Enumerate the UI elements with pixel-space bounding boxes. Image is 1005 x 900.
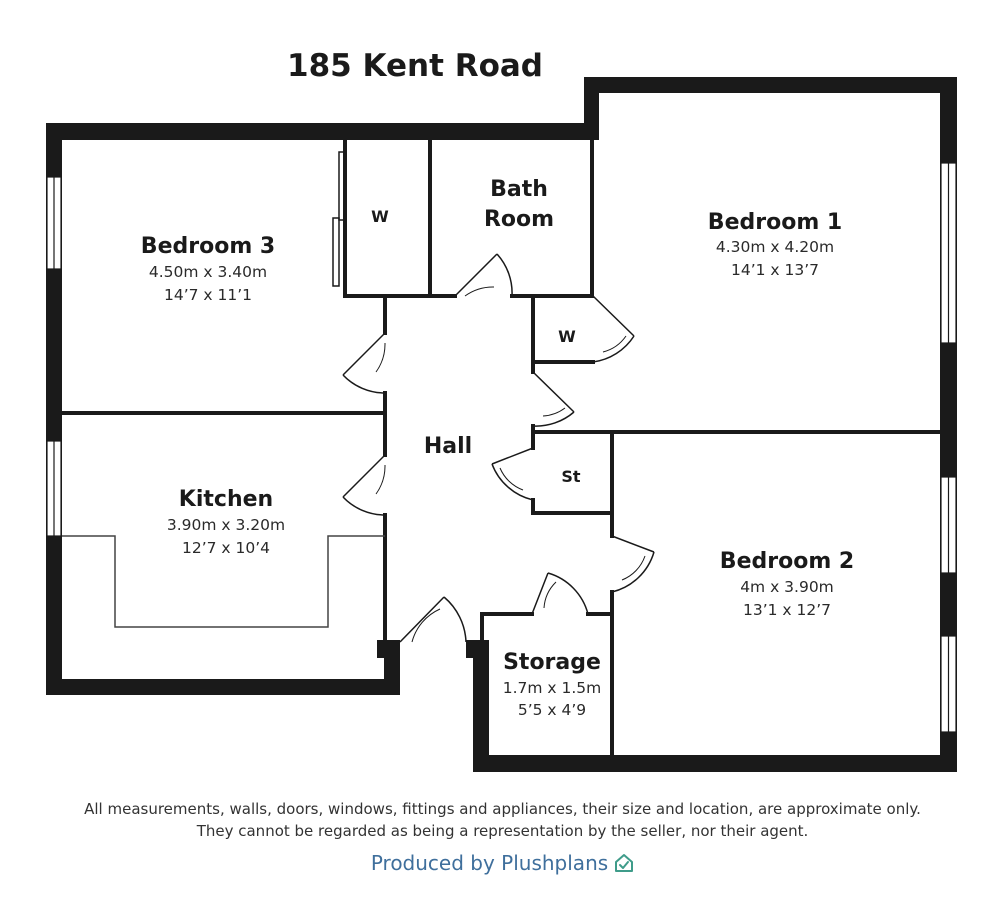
- wardrobe-sliding-doors: [332, 151, 346, 287]
- room-kitchen: Kitchen 3.90m x 3.20m 12’7 x 10’4: [167, 487, 285, 557]
- room-imperial: 14’1 x 13’7: [731, 261, 819, 279]
- internal-walls: [60, 138, 942, 757]
- room-name: Bedroom 1: [708, 210, 842, 235]
- plan-title: 185 Kent Road: [287, 48, 543, 84]
- room-metric: 4m x 3.90m: [740, 578, 834, 596]
- room-metric: 4.50m x 3.40m: [149, 263, 267, 281]
- room-wardrobe-b: W: [558, 327, 576, 346]
- room-name: Kitchen: [179, 487, 273, 512]
- house-check-icon: [615, 854, 634, 872]
- room-name: W: [371, 207, 389, 226]
- room-metric: 4.30m x 4.20m: [716, 238, 834, 256]
- disclaimer-line-2: They cannot be regarded as being a repre…: [196, 822, 809, 840]
- room-hall: Hall: [424, 434, 472, 459]
- room-imperial: 14’7 x 11’1: [164, 286, 252, 304]
- room-bedroom-3: Bedroom 3 4.50m x 3.40m 14’7 x 11’1: [141, 234, 275, 304]
- room-name-line-2: Room: [484, 207, 554, 232]
- room-metric: 1.7m x 1.5m: [503, 679, 602, 697]
- room-store-cupboard: St: [561, 467, 581, 486]
- room-name: Storage: [503, 650, 601, 675]
- room-bathroom: Bath Room: [484, 177, 554, 232]
- room-imperial: 13’1 x 12’7: [743, 601, 831, 619]
- room-name: Bedroom 3: [141, 234, 275, 259]
- room-wardrobe-a: W: [371, 207, 389, 226]
- room-name: Bedroom 2: [720, 549, 854, 574]
- room-imperial: 5’5 x 4’9: [518, 701, 586, 719]
- disclaimer-line-1: All measurements, walls, doors, windows,…: [84, 800, 921, 818]
- room-name-line-1: Bath: [490, 177, 548, 202]
- kitchen-counter: [62, 535, 385, 628]
- room-imperial: 12’7 x 10’4: [182, 539, 270, 557]
- producer-credit-text: Produced by Plushplans: [370, 851, 609, 875]
- room-name: W: [558, 327, 576, 346]
- producer-credit: Produced by Plushplans: [0, 851, 1005, 875]
- doors: [342, 253, 655, 643]
- room-metric: 3.90m x 3.20m: [167, 516, 285, 534]
- windows: [46, 162, 957, 733]
- room-name: Hall: [424, 434, 472, 459]
- room-name: St: [561, 467, 581, 486]
- room-storage: Storage 1.7m x 1.5m 5’5 x 4’9: [503, 650, 602, 719]
- room-bedroom-1: Bedroom 1 4.30m x 4.20m 14’1 x 13’7: [708, 210, 842, 279]
- room-bedroom-2: Bedroom 2 4m x 3.90m 13’1 x 12’7: [720, 549, 854, 619]
